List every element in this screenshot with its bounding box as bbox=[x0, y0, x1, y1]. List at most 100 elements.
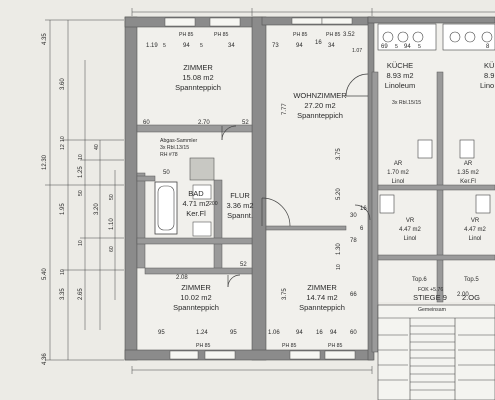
svg-text:50: 50 bbox=[163, 170, 170, 176]
svg-text:200: 200 bbox=[209, 201, 218, 207]
svg-text:34: 34 bbox=[228, 43, 235, 49]
svg-text:10: 10 bbox=[60, 269, 66, 275]
room-flur-name: FLUR bbox=[230, 191, 250, 200]
svg-text:1.95: 1.95 bbox=[60, 203, 66, 215]
svg-text:50: 50 bbox=[78, 190, 84, 196]
svg-text:PH 85: PH 85 bbox=[282, 343, 297, 349]
svg-text:1.07: 1.07 bbox=[352, 48, 362, 54]
svg-text:12.30: 12.30 bbox=[42, 154, 48, 170]
note-top6: Top.6 bbox=[412, 277, 427, 283]
room-kueche-right-floor: Lino bbox=[480, 81, 494, 90]
svg-text:1.10: 1.10 bbox=[109, 218, 115, 230]
svg-text:16: 16 bbox=[315, 40, 322, 46]
stair bbox=[377, 304, 495, 400]
note-heizung2: 3x Rbl.13/15 bbox=[160, 145, 189, 151]
doors bbox=[221, 73, 371, 288]
svg-text:34: 34 bbox=[328, 43, 335, 49]
svg-text:PH 85: PH 85 bbox=[293, 32, 308, 38]
note-heizung: Abgas-Sammler bbox=[160, 138, 197, 144]
room-kueche-right-name: KÜ bbox=[484, 61, 494, 70]
room-flur-floor: Spannt. bbox=[227, 211, 253, 220]
inner-dimensions: 2.70 2.08 52 52 60 50 30 66 6 16 78 2.00… bbox=[143, 120, 469, 298]
svg-text:10: 10 bbox=[78, 240, 84, 246]
svg-text:12: 12 bbox=[60, 144, 66, 150]
room-kueche-area: 8.93 m2 bbox=[386, 71, 413, 80]
room-zimmer-top-name: ZIMMER bbox=[183, 63, 213, 72]
room-ar-right-name: AR bbox=[464, 161, 473, 167]
svg-text:PH 85: PH 85 bbox=[328, 343, 343, 349]
svg-text:4.35: 4.35 bbox=[42, 33, 48, 45]
room-zimmer-bl-name: ZIMMER bbox=[181, 283, 211, 292]
room-zimmer-bl-floor: Spannteppich bbox=[173, 303, 219, 312]
svg-text:60: 60 bbox=[350, 330, 357, 336]
svg-text:3.35: 3.35 bbox=[60, 288, 66, 300]
svg-text:95: 95 bbox=[230, 330, 237, 336]
room-vr-right-floor: Linol bbox=[469, 236, 482, 242]
dimension-lines-left bbox=[45, 19, 124, 361]
svg-text:PH 85: PH 85 bbox=[214, 32, 229, 38]
room-ar-right-area: 1.35 m2 bbox=[457, 170, 479, 176]
svg-text:78: 78 bbox=[350, 238, 357, 244]
svg-text:52: 52 bbox=[240, 262, 247, 268]
room-ar-left-name: AR bbox=[394, 161, 403, 167]
svg-text:16: 16 bbox=[360, 206, 367, 212]
stair-sub: Gemeinsam bbox=[418, 307, 446, 313]
svg-text:60: 60 bbox=[109, 246, 115, 252]
svg-text:8: 8 bbox=[486, 44, 490, 50]
room-zimmer-bm-area: 14.74 m2 bbox=[306, 293, 337, 302]
svg-text:10: 10 bbox=[78, 154, 84, 160]
svg-text:69: 69 bbox=[381, 44, 388, 50]
room-zimmer-bm-floor: Spannteppich bbox=[299, 303, 345, 312]
svg-text:3.52: 3.52 bbox=[343, 32, 355, 38]
svg-text:2.65: 2.65 bbox=[78, 288, 84, 300]
room-zimmer-top-area: 15.08 m2 bbox=[182, 73, 213, 82]
svg-text:2.00: 2.00 bbox=[457, 292, 469, 298]
stair-level: 2.OG bbox=[462, 293, 480, 302]
room-bad-area: 4.71 m2 bbox=[182, 199, 209, 208]
svg-text:10: 10 bbox=[60, 136, 66, 142]
bottom-dimensions: 95 1.24 95 1.06 94 16 94 60 PH 85 PH 85 … bbox=[158, 330, 357, 349]
svg-text:40: 40 bbox=[94, 144, 100, 150]
bathtub bbox=[154, 181, 178, 235]
top-dimensions: 1.19 5 94 5 34 73 94 16 34 3.52 1.07 69 … bbox=[146, 32, 490, 54]
svg-text:7.77: 7.77 bbox=[282, 103, 288, 115]
svg-text:5.40: 5.40 bbox=[42, 268, 48, 280]
room-ar-left-floor: Linol bbox=[392, 179, 405, 185]
room-vr-left-name: VR bbox=[406, 218, 415, 224]
svg-text:5: 5 bbox=[200, 43, 203, 49]
room-zimmer-top-floor: Spannteppich bbox=[175, 83, 221, 92]
svg-text:PH 85: PH 85 bbox=[179, 32, 194, 38]
svg-text:3.60: 3.60 bbox=[60, 78, 66, 90]
svg-text:6: 6 bbox=[360, 226, 364, 232]
kitchen-fixtures bbox=[377, 23, 495, 51]
svg-text:30: 30 bbox=[350, 213, 357, 219]
svg-text:10: 10 bbox=[336, 264, 342, 270]
svg-text:5: 5 bbox=[395, 44, 398, 50]
svg-text:60: 60 bbox=[143, 120, 150, 126]
room-vr-left-area: 4.47 m2 bbox=[399, 227, 421, 233]
svg-text:1.25: 1.25 bbox=[78, 166, 84, 178]
svg-text:50: 50 bbox=[109, 194, 115, 200]
svg-text:5: 5 bbox=[418, 44, 421, 50]
svg-text:3.75: 3.75 bbox=[336, 148, 342, 160]
svg-text:1.30: 1.30 bbox=[336, 243, 342, 255]
svg-text:1.24: 1.24 bbox=[196, 330, 208, 336]
svg-text:94: 94 bbox=[183, 43, 190, 49]
svg-text:PH 85: PH 85 bbox=[326, 32, 341, 38]
room-zimmer-bl-area: 10.02 m2 bbox=[180, 293, 211, 302]
svg-text:1.06: 1.06 bbox=[268, 330, 280, 336]
note-fok: FOK +5.76 bbox=[418, 287, 443, 293]
room-ar-left-area: 1.70 m2 bbox=[387, 170, 409, 176]
svg-text:2.08: 2.08 bbox=[176, 275, 188, 281]
room-ar-right-floor: Ker.Fl bbox=[460, 179, 476, 185]
room-vr-right-area: 4.47 m2 bbox=[464, 227, 486, 233]
svg-text:16: 16 bbox=[316, 330, 323, 336]
svg-text:94: 94 bbox=[296, 330, 303, 336]
note-top5: Top.5 bbox=[464, 277, 479, 283]
room-flur-area: 3.36 m2 bbox=[226, 201, 253, 210]
stair-label: STIEGE 9 bbox=[413, 293, 447, 302]
room-vr-right-name: VR bbox=[471, 218, 480, 224]
interior-walls bbox=[136, 71, 495, 353]
svg-text:5: 5 bbox=[163, 43, 166, 49]
